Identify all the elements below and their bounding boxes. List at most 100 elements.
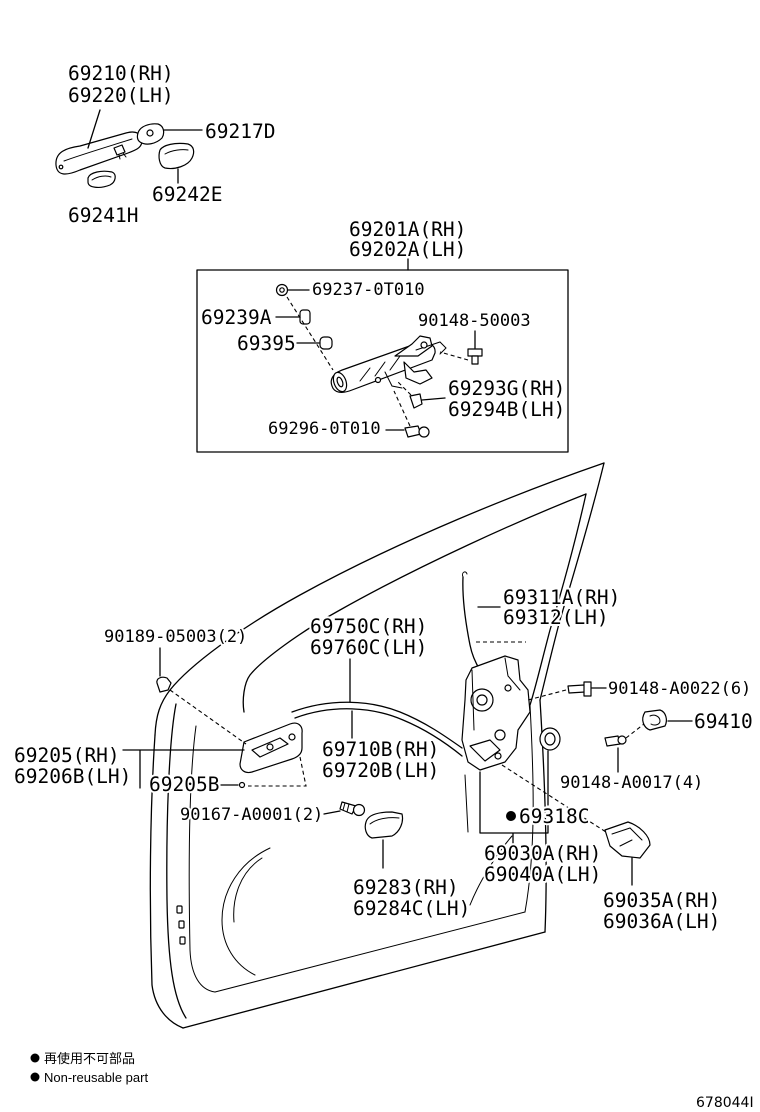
handle-cap-key-hole bbox=[146, 129, 154, 137]
assembly-line-clip bbox=[169, 689, 247, 745]
label-cylinder-screw: 69296-0T010 bbox=[268, 419, 381, 439]
label-bezel-lh: 69284C(LH) bbox=[353, 897, 470, 920]
handle-screw-thread bbox=[342, 802, 350, 813]
lock-cable-group: 69311A(RH) 69312(LH) bbox=[462, 571, 622, 671]
label-outside-handle-rh: 69210(RH) bbox=[68, 62, 174, 85]
label-open-cable-lh: 69760C(LH) bbox=[310, 636, 427, 659]
label-latch-assy-lh: 69040A(LH) bbox=[484, 863, 601, 886]
label-inside-handle-lh: 69206B(LH) bbox=[14, 765, 131, 788]
lock-rod-cable bbox=[294, 708, 463, 757]
label-cylinder-part-a: 69237-0T010 bbox=[312, 280, 425, 300]
cylinder-assembly-group: 69201A(RH) 69202A(LH) bbox=[196, 216, 569, 453]
cylinder-part-c bbox=[319, 336, 333, 350]
inside-handle-hole bbox=[288, 733, 296, 741]
legend-marker-en bbox=[30, 1072, 40, 1082]
label-cylinder-assy-rh: 69201A(RH) bbox=[349, 218, 466, 241]
cap-hole bbox=[544, 732, 556, 746]
label-latch-cover-lh: 69036A(LH) bbox=[603, 910, 720, 933]
leader-cylinder-clip bbox=[421, 397, 446, 401]
label-handle-cap: 69217D bbox=[205, 120, 275, 143]
striker bbox=[642, 709, 667, 731]
lock-cable bbox=[462, 576, 481, 671]
handle-screw-head bbox=[352, 803, 366, 817]
latch-cover bbox=[604, 821, 651, 859]
latch-assembly bbox=[461, 655, 531, 771]
handle-pad-b-edge bbox=[91, 175, 112, 181]
label-cylinder-part-b: 69239A bbox=[201, 306, 272, 329]
latch-bolt bbox=[567, 684, 586, 694]
inside-handle-pivot bbox=[266, 743, 274, 751]
latch-wheel-hub bbox=[476, 694, 488, 706]
leader-outside-handle bbox=[87, 109, 101, 149]
legend: 再使用不可部品 Non-reusable part bbox=[30, 1051, 148, 1085]
label-cylinder-assy-lh: 69202A(LH) bbox=[349, 238, 466, 261]
label-latch-cover-rh: 69035A(RH) bbox=[603, 889, 720, 912]
label-cylinder-clip-rh: 69293G(RH) bbox=[448, 377, 565, 400]
clip bbox=[156, 676, 172, 693]
legend-text-jp: 再使用不可部品 bbox=[44, 1051, 135, 1066]
label-cap: 69318C bbox=[519, 805, 589, 828]
latch-hole-c bbox=[494, 752, 502, 760]
label-clip: 90189-05003(2) bbox=[104, 627, 247, 647]
latch-lever bbox=[469, 739, 501, 762]
latch-hole-b bbox=[504, 684, 512, 692]
leader-handle-screw bbox=[323, 810, 341, 815]
cylinder-screw-head bbox=[418, 426, 430, 438]
open-cable bbox=[291, 701, 463, 749]
label-lock-rod-rh: 69710B(RH) bbox=[322, 738, 439, 761]
outside-handle bbox=[55, 131, 143, 175]
legend-text-en: Non-reusable part bbox=[44, 1070, 148, 1085]
label-cylinder-clip-lh: 69294B(LH) bbox=[448, 398, 565, 421]
outside-handle-group: 69210(RH) 69220(LH) 69217D 69242E 69241H bbox=[55, 60, 277, 229]
assembly-line-clip bbox=[397, 381, 412, 396]
inside-handle-part bbox=[238, 781, 246, 789]
latch-group: 90148-A0022(6) 69410 90148-A0017(4) 6931… bbox=[461, 655, 755, 935]
cylinder-assembly-box bbox=[196, 269, 569, 453]
outside-handle-edge bbox=[63, 138, 133, 162]
figure-id: 678044I bbox=[696, 1095, 754, 1111]
label-striker-bolt: 90148-A0017(4) bbox=[560, 773, 703, 793]
door-frame bbox=[149, 462, 605, 1029]
latch-edge bbox=[471, 657, 521, 731]
non-reusable-marker bbox=[506, 811, 516, 821]
inside-handle-group: 69750C(RH) 69760C(LH) 90189-05003(2) 692… bbox=[12, 613, 472, 922]
cylinder-part-a-hole bbox=[279, 287, 285, 293]
cylinder-clip bbox=[409, 393, 423, 409]
label-latch-bolt: 90148-A0022(6) bbox=[608, 679, 751, 699]
label-lock-cable-lh: 69312(LH) bbox=[503, 606, 609, 629]
latch-bolt-head bbox=[583, 681, 592, 697]
striker-loop bbox=[649, 714, 661, 726]
label-handle-pad-b: 69241H bbox=[68, 204, 138, 227]
cylinder-bolt-shank bbox=[471, 355, 479, 365]
label-handle-pad-a: 69242E bbox=[152, 183, 222, 206]
label-lock-cable-rh: 69311A(RH) bbox=[503, 586, 620, 609]
handle-pad-a bbox=[158, 142, 195, 170]
label-outside-handle-lh: 69220(LH) bbox=[68, 84, 174, 107]
latch-cover-edge bbox=[611, 827, 643, 847]
bezel-edge bbox=[369, 817, 400, 825]
label-cylinder-part-c: 69395 bbox=[237, 332, 296, 355]
legend-marker-jp bbox=[30, 1053, 40, 1063]
label-open-cable-rh: 69750C(RH) bbox=[310, 615, 427, 638]
label-lock-rod-lh: 69720B(LH) bbox=[322, 759, 439, 782]
outside-handle-hole bbox=[58, 164, 64, 170]
label-handle-screw: 90167-A0001(2) bbox=[180, 805, 323, 825]
lock-cylinder bbox=[330, 335, 447, 393]
cylinder-bolt bbox=[467, 348, 483, 357]
bracket-inside-handle bbox=[122, 749, 245, 789]
label-bezel-rh: 69283(RH) bbox=[353, 876, 459, 899]
outside-handle-screw bbox=[113, 144, 126, 156]
handle-pad-b bbox=[87, 170, 116, 188]
assembly-line-striker-bolt bbox=[625, 723, 645, 739]
bracket-latch-assy bbox=[479, 771, 549, 844]
latch-hole-a bbox=[494, 729, 506, 741]
assembly-line-cylinder bbox=[286, 296, 334, 371]
assembly-line-screw bbox=[393, 390, 411, 427]
assembly-line-bolt bbox=[439, 351, 469, 361]
cylinder-part-b bbox=[299, 309, 311, 325]
label-striker: 69410 bbox=[694, 710, 753, 733]
bezel bbox=[364, 811, 404, 839]
label-inside-handle-rh: 69205(RH) bbox=[14, 744, 120, 767]
label-inside-handle-part: 69205B bbox=[149, 773, 219, 796]
